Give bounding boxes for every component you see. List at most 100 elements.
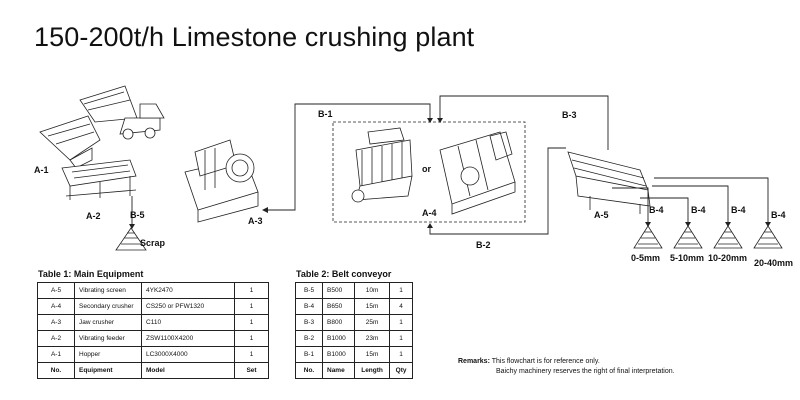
table-row: A-5 Vibrating screen 4YK2470 1 [37,282,269,299]
jaw-crusher-illustration [184,139,259,223]
label-or: or [422,164,431,174]
cell-model: LC3000X4000 [141,346,235,363]
vibrating-feeder-illustration [61,159,137,200]
cell-qty: 1 [389,282,413,299]
cell-no: A-5 [37,282,75,299]
product-pile-10-20mm [713,225,743,249]
header-name: Name [322,362,355,379]
label-b4-4: B-4 [771,210,786,220]
cell-name: B800 [322,314,355,331]
cone-crusher-illustration [351,127,413,203]
header-model: Model [141,362,235,379]
cell-no: A-3 [37,314,75,331]
cell-equipment: Vibrating screen [74,282,142,299]
cell-qty: 1 [389,330,413,347]
label-scrap: Scrap [140,238,166,248]
cell-length: 15m [353,298,391,315]
header-equipment: Equipment [74,362,142,379]
cell-qty: 4 [389,298,413,315]
header-no: No. [37,362,75,379]
table-row: A-3 Jaw crusher C110 1 [37,314,269,331]
scrap-pile [115,227,147,251]
cell-name: B1000 [322,330,355,347]
cell-equipment: Hopper [74,346,142,363]
impact-crusher-illustration [439,131,516,215]
cell-length: 10m [353,282,391,299]
remarks-line2: Baichy machinery reserves the right of f… [496,368,675,375]
cell-no: B-2 [295,330,323,347]
cell-set: 1 [234,282,269,299]
table-row: B-5 B500 10m 1 [295,282,413,299]
cell-length: 25m [353,314,391,331]
table-row: B-2 B1000 23m 1 [295,330,413,347]
equipment-table: A-5 Vibrating screen 4YK2470 1 A-4 Secon… [37,282,269,379]
product-pile-5-10mm [673,225,703,249]
cell-name: B650 [322,298,355,315]
table-row: B-4 B650 15m 4 [295,298,413,315]
cell-equipment: Jaw crusher [74,314,142,331]
hopper-illustration [39,115,101,169]
cell-set: 1 [234,346,269,363]
label-a2: A-2 [86,211,101,221]
label-a3: A-3 [248,216,263,226]
label-a5: A-5 [594,210,609,220]
cell-no: B-4 [295,298,323,315]
table-row: A-1 Hopper LC3000X4000 1 [37,346,269,363]
cell-no: B-1 [295,346,323,363]
cell-length: 23m [353,330,391,347]
cell-name: B1000 [322,346,355,363]
cell-qty: 1 [389,346,413,363]
header-set: Set [234,362,269,379]
cell-name: B500 [322,282,355,299]
vibrating-screen-illustration [567,151,651,214]
product-label-0-5mm: 0-5mm [631,253,661,263]
label-b4-3: B-4 [731,205,746,215]
page-title: 150-200t/h Limestone crushing plant [34,22,475,52]
remarks-line1: This flowchart is for reference only. [491,358,600,365]
header-qty: Qty [389,362,413,379]
table-row: B-3 B800 25m 1 [295,314,413,331]
table-row: A-2 Vibrating feeder ZSW1100X4200 1 [37,330,269,347]
cell-length: 15m [353,346,391,363]
table-header-row: No. Name Length Qty [295,362,413,379]
cell-equipment: Vibrating feeder [74,330,142,347]
cell-equipment: Secondary crusher [74,298,142,315]
label-a1: A-1 [34,165,49,175]
dump-truck-illustration [79,85,165,140]
conveyor-lines [131,95,769,235]
table2-title: Table 2: Belt conveyor [296,269,392,279]
table1-title: Table 1: Main Equipment [38,269,144,279]
cell-set: 1 [234,330,269,347]
product-pile-20-40mm [753,225,783,249]
product-pile-0-5mm [633,225,663,249]
table-row: B-1 B1000 15m 1 [295,346,413,363]
header-no: No. [295,362,323,379]
cell-no: A-4 [37,298,75,315]
cell-model: C110 [141,314,235,331]
label-a4: A-4 [422,208,437,218]
header-length: Length [353,362,391,379]
cell-no: A-2 [37,330,75,347]
table-header-row: No. Equipment Model Set [37,362,269,379]
product-label-20-40mm: 20-40mm [754,258,794,268]
label-b1: B-1 [318,109,333,119]
belt-conveyor-table: B-5 B500 10m 1 B-4 B650 15m 4 B-3 B800 2… [295,282,413,379]
label-b5: B-5 [130,210,145,220]
cell-model: 4YK2470 [141,282,235,299]
remarks-label: Remarks: [458,358,490,365]
secondary-crusher-box [332,121,526,223]
product-label-5-10mm: 5-10mm [670,253,705,263]
label-b4-2: B-4 [691,205,706,215]
label-b2: B-2 [476,240,491,250]
cell-no: A-1 [37,346,75,363]
cell-set: 1 [234,298,269,315]
cell-no: B-5 [295,282,323,299]
cell-model: CS250 or PFW1320 [141,298,235,315]
cell-model: ZSW1100X4200 [141,330,235,347]
table-row: A-4 Secondary crusher CS250 or PFW1320 1 [37,298,269,315]
flow-arrows [129,118,771,229]
product-label-10-20mm: 10-20mm [708,253,748,263]
label-b4-1: B-4 [649,205,664,215]
label-b3: B-3 [562,110,577,120]
